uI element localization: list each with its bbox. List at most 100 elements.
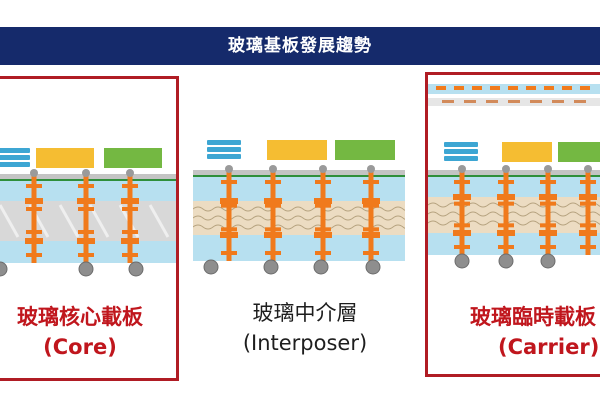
stacked-die-layer [444, 156, 478, 161]
via-pad [26, 207, 42, 211]
top-buildup-layer [428, 175, 600, 197]
interposer-diagram [193, 140, 405, 275]
via-pad [498, 245, 514, 249]
memory-die [335, 140, 395, 160]
through-glass-via [31, 174, 37, 263]
via-pad [315, 227, 331, 232]
micro-bump [225, 165, 233, 173]
via-pad [454, 223, 470, 228]
carrier-pad [442, 100, 454, 103]
title-banner: 玻璃基板發展趨勢 [0, 27, 600, 65]
carrier-pad [454, 86, 464, 90]
solder-ball [0, 261, 8, 277]
carrier-pad [490, 86, 500, 90]
micro-bump [458, 165, 466, 173]
glass-texture [58, 204, 80, 238]
carrier-pad [562, 86, 572, 90]
micro-bump [269, 165, 277, 173]
through-glass-via [503, 170, 509, 255]
via-pad [78, 230, 94, 234]
via-cap [121, 198, 139, 204]
via-pad [454, 180, 470, 184]
via-pad [122, 207, 138, 211]
carrier-highlight-frame [425, 72, 600, 377]
carrier-pad [552, 100, 564, 103]
micro-bump [30, 169, 38, 177]
solder-ball [454, 253, 470, 269]
core-highlight-frame [0, 76, 179, 381]
glass-texture [428, 211, 600, 217]
green-rim [428, 175, 600, 177]
stacked-die-layer [207, 154, 241, 159]
logic-die [267, 140, 327, 160]
via-cap [497, 230, 515, 236]
top-interconnect [428, 170, 600, 175]
core-label-en: (Core) [43, 335, 117, 359]
carrier-pad [508, 100, 520, 103]
solder-ball [540, 253, 556, 269]
interposer-label: 玻璃中介層 (Interposer) [200, 298, 410, 358]
via-pad [26, 230, 42, 234]
via-cap [77, 198, 95, 204]
via-cap [220, 198, 238, 204]
micro-bump [584, 165, 592, 173]
via-pad [454, 245, 470, 249]
carrier-label-zh: 玻璃臨時載板 [470, 305, 596, 329]
through-glass-via [459, 170, 465, 255]
stacked-die-layer [207, 147, 241, 152]
via-pad [363, 180, 379, 184]
via-pad [580, 223, 596, 228]
carrier-pad [486, 100, 498, 103]
interposer-label-en: (Interposer) [242, 331, 368, 355]
via-pad [26, 184, 42, 188]
solder-ball [313, 259, 329, 275]
carrier-pad [574, 100, 586, 103]
micro-bump [367, 165, 375, 173]
via-pad [498, 201, 514, 206]
solder-ball [498, 253, 514, 269]
carrier-stack [428, 142, 600, 269]
via-cap [121, 238, 139, 244]
via-pad [78, 253, 94, 257]
via-pad [26, 253, 42, 257]
micro-bump [82, 169, 90, 177]
through-glass-via [368, 170, 374, 261]
via-pad [363, 203, 379, 208]
via-cap [25, 198, 43, 204]
via-pad [498, 223, 514, 228]
via-cap [539, 194, 557, 200]
carrier-pad [580, 86, 590, 90]
via-pad [265, 180, 281, 184]
memory-die [558, 142, 600, 162]
micro-bump [126, 169, 134, 177]
stacked-die-layer [444, 149, 478, 154]
carrier-pad [508, 86, 518, 90]
carrier-pad [530, 100, 542, 103]
logic-die [36, 148, 94, 168]
via-cap [539, 230, 557, 236]
through-glass-via [226, 170, 232, 261]
via-pad [221, 251, 237, 255]
via-pad [221, 203, 237, 208]
carrier-pad [526, 86, 536, 90]
carrier-pad [544, 86, 554, 90]
green-rim [193, 175, 405, 177]
via-pad [78, 207, 94, 211]
through-glass-via [320, 170, 326, 261]
bottom-buildup-layer [0, 241, 178, 263]
via-cap [220, 232, 238, 238]
via-pad [540, 201, 556, 206]
via-pad [454, 201, 470, 206]
stacked-die-layer [207, 140, 241, 145]
via-pad [221, 180, 237, 184]
carrier-label: 玻璃臨時載板 (Carrier) [470, 302, 600, 362]
via-pad [580, 201, 596, 206]
logic-die [502, 142, 552, 162]
via-pad [122, 184, 138, 188]
interposer-label-zh: 玻璃中介層 [252, 301, 358, 325]
via-pad [363, 251, 379, 255]
via-pad [265, 203, 281, 208]
via-cap [77, 238, 95, 244]
through-glass-via [270, 170, 276, 261]
solder-ball [78, 261, 94, 277]
